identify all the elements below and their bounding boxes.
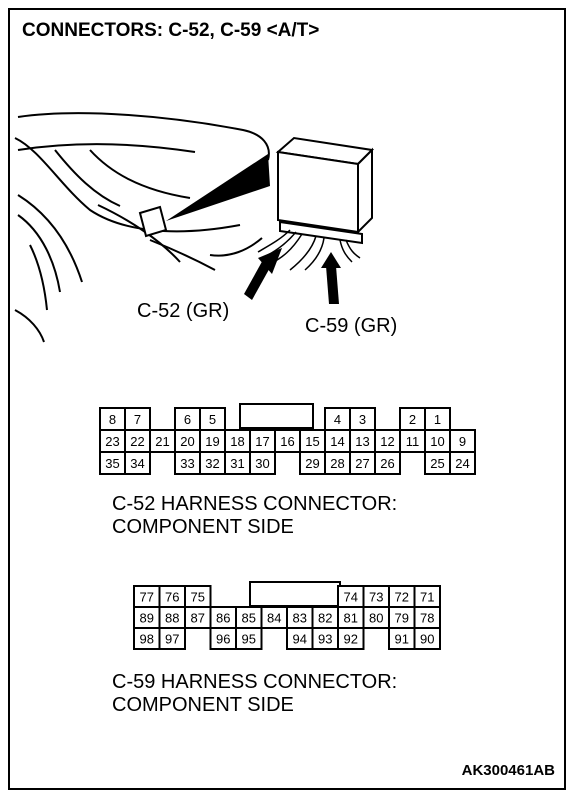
callout-wedge <box>166 154 270 221</box>
pin-number: 73 <box>369 590 383 605</box>
pin-number: 1 <box>434 412 441 427</box>
connector-key-slot <box>239 403 314 429</box>
pin-number: 18 <box>230 434 244 449</box>
pin-number: 82 <box>318 611 332 626</box>
pin-number: 71 <box>420 590 434 605</box>
pin-number: 94 <box>293 632 307 647</box>
connector-c59-caption: C-59 HARNESS CONNECTOR: COMPONENT SIDE <box>112 671 397 717</box>
pin-number: 90 <box>420 632 434 647</box>
pin-number: 96 <box>216 632 230 647</box>
connector-c52-label: C-52 (GR) <box>137 300 230 322</box>
pin-number: 20 <box>180 434 194 449</box>
pin-number: 78 <box>420 611 434 626</box>
pin-number: 17 <box>255 434 269 449</box>
pin-number: 22 <box>130 434 144 449</box>
pin-number: 28 <box>330 456 344 471</box>
pin-number: 81 <box>344 611 358 626</box>
pin-number: 80 <box>369 611 383 626</box>
connector-c59-caption-line1: C-59 HARNESS CONNECTOR: <box>112 671 398 693</box>
pin-number: 25 <box>430 456 444 471</box>
pin-cell <box>249 451 276 475</box>
pin-number: 87 <box>191 611 205 626</box>
pin-number: 8 <box>109 412 116 427</box>
pin-number: 24 <box>455 456 469 471</box>
pin-cell <box>158 627 186 650</box>
pin-number: 72 <box>395 590 409 605</box>
pin-cell <box>124 451 151 475</box>
pin-number: 95 <box>242 632 256 647</box>
pin-number: 2 <box>409 412 416 427</box>
pin-number: 15 <box>305 434 319 449</box>
connector-c52-caption-line1: C-52 HARNESS CONNECTOR: <box>112 493 398 515</box>
dashboard-illustration <box>14 112 270 343</box>
pin-number: 7 <box>134 412 141 427</box>
pin-number: 23 <box>105 434 119 449</box>
pin-number: 14 <box>330 434 344 449</box>
pin-number: 77 <box>140 590 154 605</box>
pin-number: 11 <box>406 434 420 449</box>
pin-cell <box>449 451 476 475</box>
pin-number: 76 <box>165 590 179 605</box>
pin-number: 84 <box>267 611 281 626</box>
pin-number: 19 <box>205 434 219 449</box>
arrow-c52 <box>244 248 282 300</box>
pin-number: 34 <box>130 456 144 471</box>
pin-number: 5 <box>209 412 216 427</box>
pin-number: 86 <box>216 611 230 626</box>
pin-number: 12 <box>380 434 394 449</box>
connector-c59-caption-line2: COMPONENT SIDE <box>112 694 294 716</box>
pin-number: 9 <box>459 434 466 449</box>
ecu-module <box>275 136 375 245</box>
pin-number: 32 <box>205 456 219 471</box>
diagram-title: CONNECTORS: C-52, C-59 <A/T> <box>22 20 320 41</box>
pin-cell <box>235 627 263 650</box>
pin-number: 6 <box>184 412 191 427</box>
connector-c52-caption-line2: COMPONENT SIDE <box>112 516 294 538</box>
pin-number: 92 <box>344 632 358 647</box>
pin-number: 16 <box>280 434 294 449</box>
diagram-frame <box>8 8 566 790</box>
connector-key-slot <box>249 581 341 607</box>
pin-number: 91 <box>395 632 409 647</box>
connector-c52-caption: C-52 HARNESS CONNECTOR: COMPONENT SIDE <box>112 493 397 539</box>
pin-number: 35 <box>105 456 119 471</box>
pin-number: 79 <box>395 611 409 626</box>
pin-cell <box>413 627 441 650</box>
pin-number: 10 <box>430 434 444 449</box>
pin-number: 26 <box>380 456 394 471</box>
pin-number: 98 <box>140 632 154 647</box>
figure-id: AK300461AB <box>461 762 555 779</box>
pin-number: 88 <box>165 611 179 626</box>
pin-number: 74 <box>344 590 358 605</box>
pin-number: 85 <box>242 611 256 626</box>
pin-number: 31 <box>230 456 244 471</box>
pin-number: 13 <box>355 434 369 449</box>
arrow-c59 <box>321 252 341 304</box>
pin-number: 93 <box>318 632 332 647</box>
connector-c59-label: C-59 (GR) <box>305 315 398 337</box>
pin-cell <box>337 627 365 650</box>
pin-number: 97 <box>165 632 179 647</box>
pin-number: 27 <box>355 456 369 471</box>
pin-number: 83 <box>293 611 307 626</box>
connector-c59-pin-grid: 77 76 75 74 73 72 71 89 88 87 86 85 84 83 82 81 80 79 78 98… <box>133 581 441 650</box>
pin-number: 89 <box>140 611 154 626</box>
pin-number: 4 <box>334 412 341 427</box>
pin-number: 33 <box>180 456 194 471</box>
pin-number: 29 <box>305 456 319 471</box>
pin-cell <box>374 451 401 475</box>
pin-number: 30 <box>255 456 269 471</box>
pin-number: 21 <box>155 434 169 449</box>
pin-number: 3 <box>359 412 366 427</box>
pin-number: 75 <box>191 590 205 605</box>
